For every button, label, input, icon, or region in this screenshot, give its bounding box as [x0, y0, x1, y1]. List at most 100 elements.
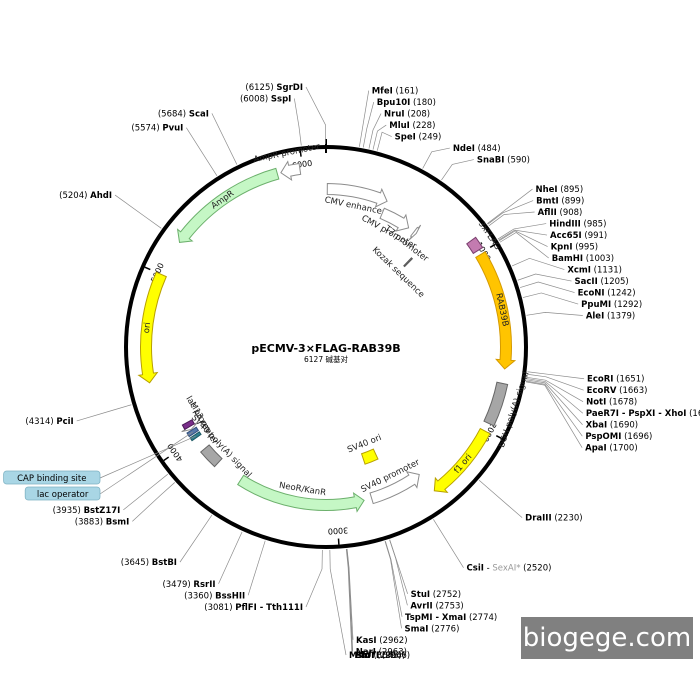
site-name: PspOMI	[585, 432, 621, 442]
site-label-ahdi: (5204) AhdI	[59, 191, 112, 201]
site-position: (1684)	[689, 409, 700, 419]
site-label-apai: ApaI (1700)	[585, 444, 638, 454]
site-leader-bstz17i	[123, 473, 169, 511]
site-leader-pflfi-tth111i	[305, 549, 323, 608]
site-position: (2753)	[435, 601, 463, 611]
site-leader-paer7i-pspxi-xhoi	[526, 378, 584, 414]
site-name: SgrDI	[276, 83, 303, 93]
site-leader-ecori	[527, 371, 585, 380]
site-label-msci: MscI (3045)	[349, 651, 402, 661]
site-position: (1678)	[609, 398, 637, 408]
site-position: (6125)	[245, 83, 273, 93]
site-leader-pluti	[345, 548, 353, 656]
site-position: (484)	[478, 144, 501, 154]
site-position: (2962)	[379, 636, 407, 646]
site-label-smai: SmaI (2776)	[405, 624, 460, 634]
feature-kozak	[403, 257, 414, 268]
site-leader-mlui	[372, 124, 387, 150]
callout-label-cap-binding-site: CAP binding site	[17, 474, 86, 484]
site-extra: SexAI*	[492, 564, 520, 574]
site-name: BamHI	[552, 254, 583, 264]
site-position: (1003)	[586, 254, 614, 264]
feature-t7-promoter	[408, 224, 422, 241]
plasmid-length: 6127 碱基对	[304, 354, 348, 364]
site-name: Bpu10I	[377, 98, 411, 108]
site-leader-draiii	[478, 479, 523, 518]
site-name: SmaI	[405, 624, 429, 634]
site-position: (4314)	[25, 417, 53, 427]
site-leader-csii	[433, 519, 464, 568]
site-position: (1242)	[607, 289, 635, 299]
site-label-noti: NotI (1678)	[586, 398, 637, 408]
site-name: PciI	[56, 417, 73, 427]
site-label-mlui: MluI (228)	[389, 121, 435, 131]
site-name: NruI	[384, 110, 405, 120]
site-label-csii: CsiI - SexAI* (2520)	[467, 564, 552, 574]
feature-ampr	[176, 167, 280, 243]
site-name: RsrII	[193, 580, 215, 590]
site-leader-xcmi	[511, 257, 565, 270]
site-position: (1663)	[619, 386, 647, 396]
site-name: XcmI	[567, 266, 591, 276]
site-leader-aflii	[488, 211, 535, 227]
tick-label-6000: 6000	[291, 159, 312, 171]
site-label-ndei: NdeI (484)	[453, 144, 501, 154]
feature-sv40-ori	[360, 448, 379, 465]
tick-label-3000: 3000	[328, 525, 349, 535]
feature-cmv-promoter	[379, 207, 410, 232]
feature-m13-rev	[181, 419, 195, 431]
site-name: SnaBI	[477, 156, 505, 166]
site-position: (3081)	[204, 603, 232, 613]
site-name: NotI	[586, 398, 606, 408]
site-position: (590)	[507, 156, 530, 166]
site-label-kpni: KpnI (995)	[551, 243, 598, 253]
site-leader-bmti	[487, 200, 534, 225]
site-leader-pspomi	[526, 380, 583, 437]
site-label-snabi: SnaBI (590)	[477, 156, 530, 166]
site-label-ppumi: PpuMI (1292)	[581, 300, 642, 310]
site-label-bsshii: (3360) BssHII	[184, 591, 245, 601]
feature-flag	[466, 236, 484, 255]
site-position: (5684)	[158, 109, 186, 119]
site-leader-snabi	[441, 159, 474, 181]
callout-leader-cap-binding-site	[99, 435, 196, 479]
site-label-pflfi-tth111i: (3081) PflFI - Tth111I	[204, 603, 303, 613]
site-label-scai: (5684) ScaI	[158, 109, 209, 119]
site-label-bsmi: (3883) BsmI	[75, 517, 130, 527]
site-position: (3479)	[162, 580, 190, 590]
feature-f1-ori	[433, 427, 491, 494]
feature-sv40-polya	[199, 444, 223, 468]
site-label-ecori: EcoRI (1651)	[587, 375, 644, 385]
site-leader-sfoi	[346, 548, 353, 656]
site-name: DraIII	[525, 514, 551, 524]
site-position: (995)	[575, 243, 598, 253]
site-name: PpuMI	[581, 300, 611, 310]
site-label-hindiii: HindIII (985)	[549, 220, 606, 230]
site-label-pspomi: PspOMI (1696)	[585, 432, 652, 442]
site-label-mfei: MfeI (161)	[372, 87, 419, 97]
site-label-tspmi-xmai: TspMI - XmaI (2774)	[405, 613, 497, 623]
site-label-pluti: PluTI (2966)	[355, 651, 410, 661]
tick-mark-4000	[163, 456, 170, 462]
site-leader-pcii	[76, 404, 132, 422]
site-position: (1700)	[609, 444, 637, 454]
backbone-ring	[124, 139, 528, 549]
site-name: PvuI	[162, 124, 183, 134]
site-label-bstbi: (3645) BstBI	[121, 558, 177, 568]
tick-mark-2000	[495, 435, 502, 440]
site-name: PaeR7I - PspXI - XhoI	[586, 409, 687, 419]
site-position: (3883)	[75, 517, 103, 527]
site-name: SacII	[575, 277, 598, 287]
watermark-logo: biogege.com	[521, 617, 693, 659]
tick-mark-6000	[299, 150, 302, 157]
site-label-draiii: DraIII (2230)	[525, 514, 582, 524]
site-name: StuI	[411, 590, 430, 600]
site-position: (2966)	[382, 651, 410, 661]
site-position: (161)	[396, 87, 419, 97]
site-label-kasi: KasI (2962)	[356, 636, 408, 646]
site-name: EcoNI	[578, 289, 605, 299]
feature-sv40-promoter	[369, 471, 420, 505]
